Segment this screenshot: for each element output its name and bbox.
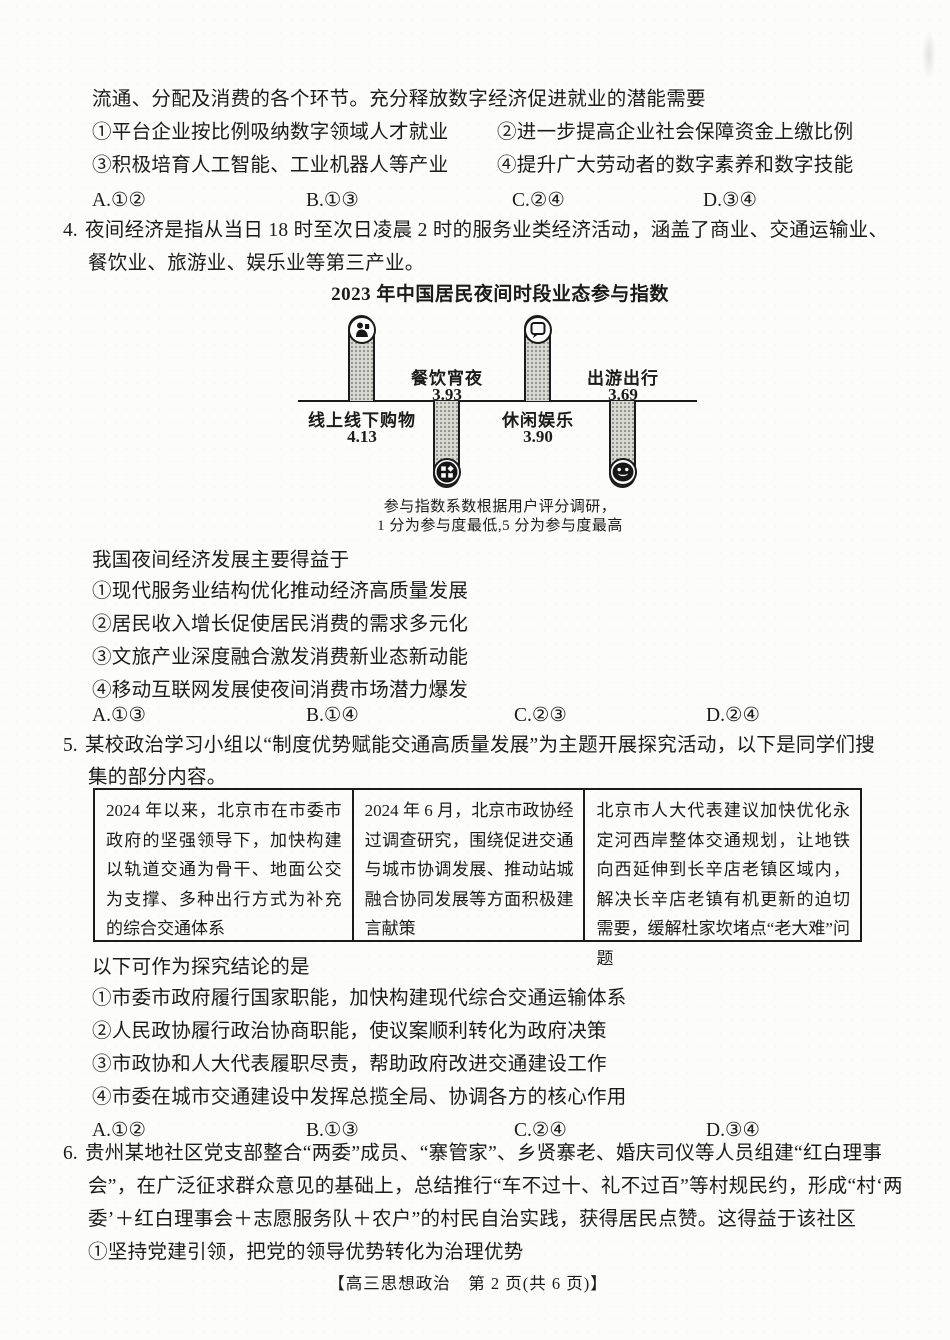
bar-value-dining: 3.93 [432,385,462,404]
apps-grid-icon [433,458,461,486]
chart-note-line1: 参与指数系数根据用户评分调研， [383,499,617,515]
q4-option-3: ③文旅产业深度融合激发消费新业态新动能 [92,647,469,668]
shopper-icon [348,316,376,344]
chart-axis-line [298,400,697,402]
q5-question: 以下可作为探究结论的是 [92,957,310,978]
q3-option-1: ①平台企业按比例吸纳数字领域人才就业 [92,122,449,143]
q4-option-1: ①现代服务业结构优化推动经济高质量发展 [92,581,469,602]
q5-option-1: ①市委市政府履行国家职能，加快构建现代综合交通运输体系 [92,988,627,1009]
bar-label-leisure: 休闲娱乐 [502,411,574,430]
q5-answer-d: D.③④ [706,1120,760,1141]
q3-option-3: ③积极培育人工智能、工业机器人等产业 [92,155,449,176]
smiley-icon [609,458,637,486]
scan-smudge [922,30,936,80]
q3-answer-d: D.③④ [703,190,757,211]
q4-answer-c: C.②③ [514,705,567,726]
q4-question: 我国夜间经济发展主要得益于 [92,550,350,571]
q5-option-3: ③市政协和人大代表履职尽责，帮助政府改进交通建设工作 [92,1054,607,1075]
bar-value-shopping: 4.13 [347,427,377,446]
q4-stem-line2: 餐饮业、旅游业、娱乐业等第三产业。 [88,253,425,274]
q4-option-2: ②居民收入增长促使居民消费的需求多元化 [92,614,469,635]
q4-stem-line1: 夜间经济是指从当日 18 时至次日凌晨 2 时的服务业类经济活动，涵盖了商业、交… [85,220,889,241]
table-cell-cppcc: 2024 年 6 月，北京市政协经过调查研究，围绕促进交通与城市协调发展、推动站… [351,790,584,940]
page-footer: 【高三思想政治 第 2 页(共 6 页)】 [328,1274,608,1293]
q4-answer-d: D.②④ [706,705,760,726]
q5-answer-a: A.①② [92,1120,146,1141]
q5-number: 5. [63,735,78,756]
q3-stem-tail: 流通、分配及消费的各个环节。充分释放数字经济促进就业的潜能需要 [92,89,706,110]
q6-number: 6. [63,1143,78,1164]
q5-stem-line1: 某校政治学习小组以“制度优势赋能交通高质量发展”为主题开展探究活动，以下是同学们… [85,735,876,756]
q5-option-2: ②人民政协履行政治协商职能，使议案顺利转化为政府决策 [92,1021,607,1042]
q3-answer-c: C.②④ [512,190,565,211]
table-cell-municipal-government: 2024 年以来，北京市在市委市政府的坚强领导下，加快构建以轨道交通为骨干、地面… [106,801,342,938]
q3-answer-b: B.①③ [306,190,359,211]
q3-option-2: ②进一步提高企业社会保障资金上缴比例 [497,122,854,143]
q4-number: 4. [63,220,78,241]
q5-materials-table: 2024 年以来，北京市在市委市政府的坚强领导下，加快构建以轨道交通为骨干、地面… [93,788,862,968]
q6-stem-line1: 贵州某地社区党支部整合“两委”成员、“寨管家”、乡贤寨老、婚庆司仪等人员组建“红… [85,1143,883,1164]
chat-bubble-icon [524,316,552,344]
bar-label-shopping: 线上线下购物 [308,411,416,430]
q6-stem-line2: 会”，在广泛征求群众意见的基础上，总结推行“车不过十、礼不过百”等村规民约，形成… [88,1176,903,1197]
q6-option-1: ①坚持党建引领，把党的领导优势转化为治理优势 [88,1242,524,1263]
q6-stem-line3: 委’＋红白理事会＋志愿服务队＋农户”的村民自治实践，获得居民点赞。这得益于该社区 [88,1209,857,1230]
q4-answer-a: A.①③ [92,705,146,726]
bar-label-travel: 出游出行 [587,369,659,388]
q4-answer-b: B.①④ [306,705,359,726]
chart-title: 2023 年中国居民夜间时段业态参与指数 [331,284,669,305]
bar-value-leisure: 3.90 [523,427,553,446]
table-cell-npc-deputies: 北京市人大代表建议加快优化永定河西岸整体交通规划，让地铁向西延伸到长辛店老镇区域… [583,790,860,968]
q5-answer-c: C.②④ [514,1120,567,1141]
bar-value-travel: 3.69 [608,385,638,404]
q3-answer-a: A.①② [92,190,146,211]
chart-note-line2: 1 分为参与度最低,5 分为参与度最高 [377,518,623,534]
q5-answer-b: B.①③ [306,1120,359,1141]
q3-option-4: ④提升广大劳动者的数字素养和数字技能 [497,155,854,176]
q5-option-4: ④市委在城市交通建设中发挥总揽全局、协调各方的核心作用 [92,1087,627,1108]
q4-option-4: ④移动互联网发展使夜间消费市场潜力爆发 [92,680,469,701]
q5-stem-line2: 集的部分内容。 [88,767,227,788]
bar-label-dining: 餐饮宵夜 [411,369,483,388]
